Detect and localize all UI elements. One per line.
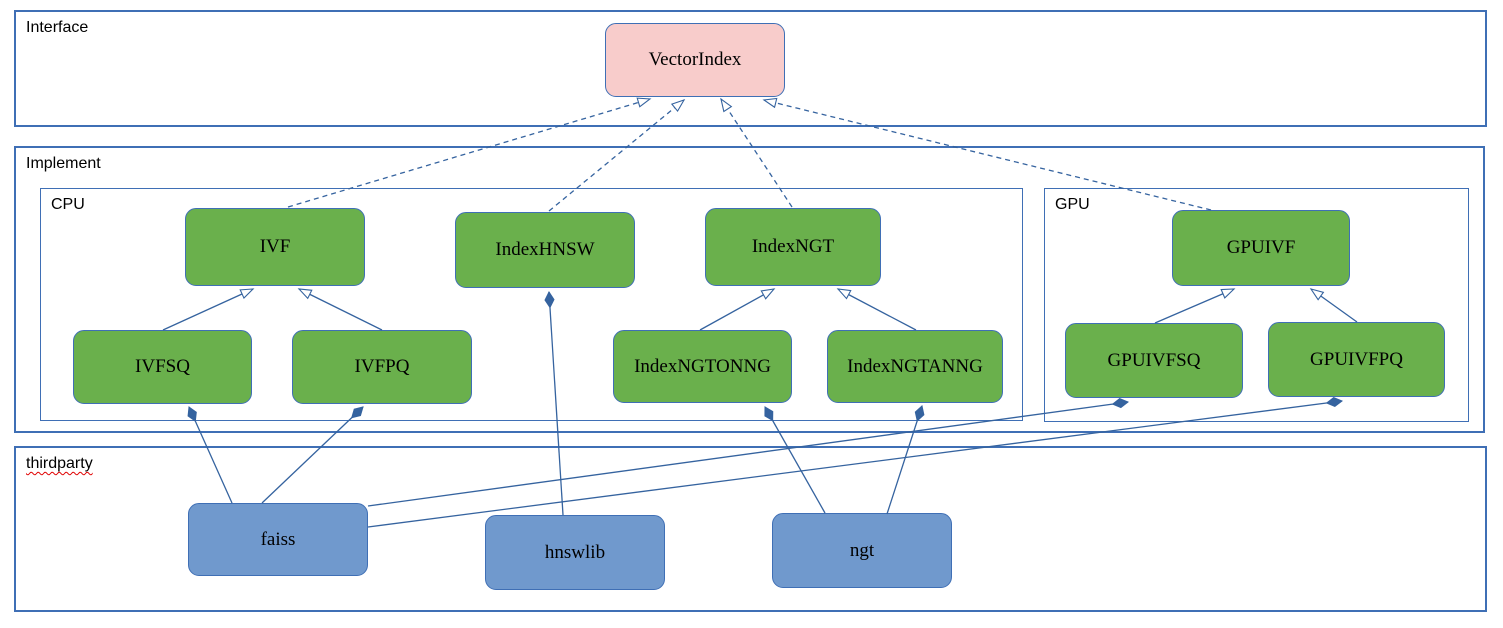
node-gpuivf-label: GPUIVF — [1226, 237, 1296, 258]
node-ivfpq: IVFPQ — [292, 330, 472, 404]
node-indexngt-label: IndexNGT — [751, 236, 835, 257]
node-ngt: ngt — [772, 513, 952, 588]
node-indexngtanng: IndexNGTANNG — [827, 330, 1003, 403]
node-ivfsq-label: IVFSQ — [135, 356, 190, 377]
node-gpuivfpq: GPUIVFPQ — [1268, 322, 1445, 397]
node-indexngtanng-label: IndexNGTANNG — [847, 355, 983, 377]
node-hnswlib: hnswlib — [485, 515, 665, 590]
node-faiss: faiss — [188, 503, 368, 576]
node-hnswlib-label: hnswlib — [544, 541, 606, 563]
node-faiss-label: faiss — [260, 528, 296, 550]
container-gpu-label: GPU — [1055, 196, 1090, 213]
node-vectorindex: VectorIndex — [605, 23, 785, 97]
node-vectorindex-label: VectorIndex — [648, 49, 742, 70]
node-ivf: IVF — [185, 208, 365, 286]
container-thirdparty-label: thirdparty — [26, 455, 93, 472]
node-ivf-label: IVF — [259, 236, 291, 257]
node-indexhnsw: IndexHNSW — [455, 212, 635, 288]
container-cpu-label: CPU — [51, 196, 85, 213]
node-gpuivf: GPUIVF — [1172, 210, 1350, 286]
node-gpuivfsq-label: GPUIVFSQ — [1107, 349, 1201, 371]
node-indexhnsw-label: IndexHNSW — [495, 239, 595, 260]
node-gpuivfsq: GPUIVFSQ — [1065, 323, 1243, 398]
node-indexngt: IndexNGT — [705, 208, 881, 286]
node-indexngtonng: IndexNGTONNG — [613, 330, 792, 403]
container-interface-label: Interface — [26, 19, 89, 36]
node-ivfsq: IVFSQ — [73, 330, 252, 404]
node-ngt-label: ngt — [849, 539, 875, 561]
container-implement-label: Implement — [26, 155, 101, 172]
node-gpuivfpq-label: GPUIVFPQ — [1310, 348, 1403, 370]
node-ivfpq-label: IVFPQ — [354, 356, 410, 377]
node-indexngtonng-label: IndexNGTONNG — [634, 355, 771, 377]
